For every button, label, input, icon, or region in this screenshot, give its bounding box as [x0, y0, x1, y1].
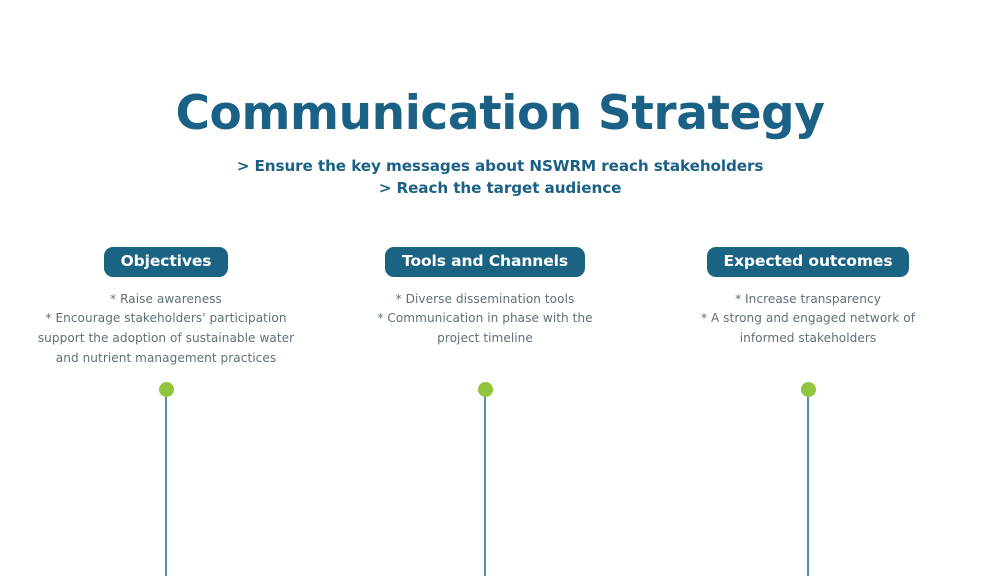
body-line: * Communication in phase with the	[377, 311, 593, 326]
column-expected-outcomes: Expected outcomes * Increase transparenc…	[658, 247, 958, 349]
body-line: * A strong and engaged network of	[700, 311, 916, 326]
timeline-marker-tools-and-channels	[465, 382, 505, 576]
body-line: * Increase transparency	[735, 291, 881, 306]
slide-canvas: Communication Strategy > Ensure the key …	[0, 86, 1000, 576]
subtitle-line-2: > Reach the target audience	[378, 179, 622, 198]
body-line: * Encourage stakeholders' participation	[45, 311, 287, 326]
column-tools-and-channels: Tools and Channels * Diverse disseminati…	[335, 247, 635, 349]
body-line: support the adoption of sustainable wate…	[37, 331, 295, 346]
body-line: and nutrient management practices	[55, 350, 277, 365]
page-title: Communication Strategy	[175, 86, 825, 141]
badge-expected-outcomes: Expected outcomes	[706, 247, 910, 277]
circle-dot-icon	[158, 382, 174, 397]
vertical-line-divider	[483, 395, 487, 576]
subtitle-group: > Ensure the key messages about NSWRM re…	[0, 155, 1000, 200]
subtitle-line-1: > Ensure the key messages about NSWRM re…	[236, 156, 764, 175]
badge-tools-and-channels: Tools and Channels	[385, 247, 585, 277]
body-line: informed stakeholders	[739, 331, 877, 346]
timeline-markers-layer	[0, 382, 1000, 576]
column-objectives: Objectives * Raise awareness * Encourage…	[16, 247, 316, 368]
badge-objectives: Objectives	[103, 247, 229, 277]
circle-dot-icon	[800, 382, 816, 397]
body-line: * Raise awareness	[110, 291, 222, 306]
body-line: * Diverse dissemination tools	[395, 291, 575, 306]
body-line: project timeline	[437, 331, 533, 346]
column-expected-outcomes-body: * Increase transparency * A strong and e…	[658, 290, 958, 349]
columns-container: Objectives * Raise awareness * Encourage…	[0, 247, 1000, 563]
vertical-line-divider	[164, 395, 168, 576]
timeline-marker-expected-outcomes	[788, 382, 828, 576]
slide-header: Communication Strategy > Ensure the key …	[0, 86, 1000, 200]
circle-dot-icon	[477, 382, 493, 397]
vertical-line-divider	[806, 395, 810, 576]
column-objectives-body: * Raise awareness * Encourage stakeholde…	[16, 290, 316, 368]
timeline-marker-objectives	[146, 382, 186, 576]
column-tools-and-channels-body: * Diverse dissemination tools * Communic…	[335, 290, 635, 349]
